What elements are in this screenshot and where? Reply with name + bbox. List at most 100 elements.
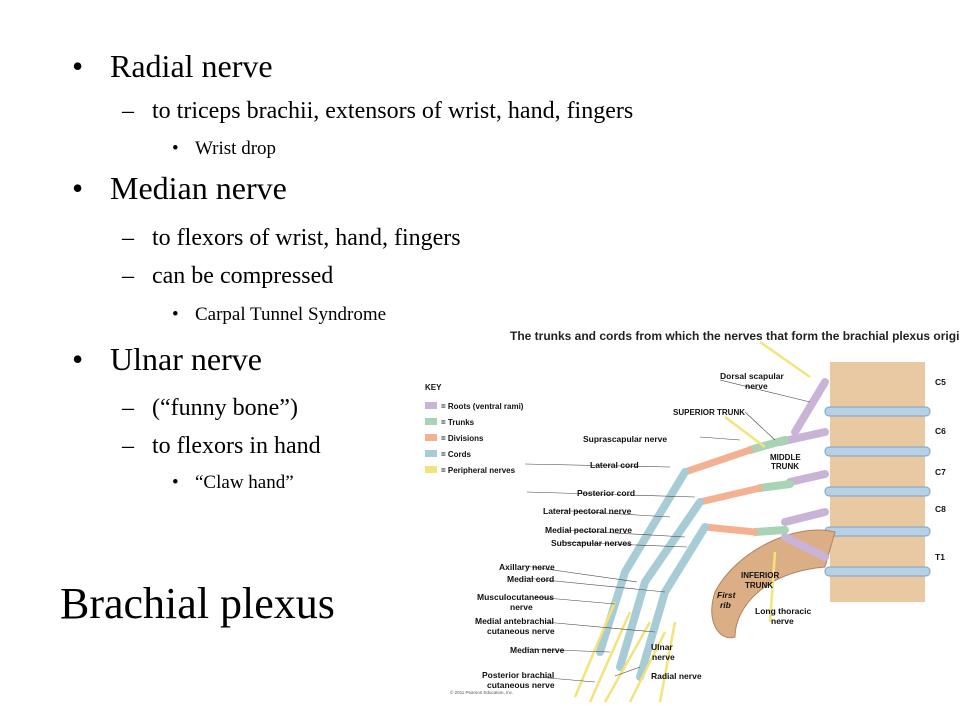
label-middle-trunk-2: TRUNK: [771, 462, 799, 471]
label-musculocutaneous-1: Musculocutaneous: [477, 592, 554, 602]
spine-label-c7: C7: [935, 467, 946, 477]
key-heading: KEY: [425, 383, 442, 392]
spine-label-t1: T1: [935, 552, 945, 562]
root-c5: [791, 378, 829, 436]
bullet-marker: •: [172, 472, 179, 493]
subsub-carpal-tunnel: Carpal Tunnel Syndrome: [195, 304, 387, 325]
vertebral-column: C5 C6 C7 C8 T1: [824, 362, 946, 602]
leader-line: [536, 676, 596, 683]
division: [681, 446, 754, 476]
leader-line: [534, 596, 616, 605]
nerve-median: [603, 621, 652, 703]
nerve-suprascapular: [724, 416, 766, 448]
leader-line: [564, 529, 686, 538]
key-swatch-peripheral: [425, 466, 437, 473]
key-label-trunks: = Trunks: [441, 418, 475, 427]
leader-lines: [524, 379, 811, 683]
dash-marker: –: [122, 98, 134, 124]
label-ulnar-2: nerve: [652, 652, 675, 662]
root-t1: [781, 533, 829, 561]
bullet-median-nerve: Median nerve: [110, 170, 287, 206]
label-first-rib-2: rib: [720, 600, 731, 610]
leader-line: [524, 463, 671, 468]
label-long-thoracic-1: Long thoracic: [755, 606, 811, 616]
label-inferior-trunk-2: TRUNK: [745, 581, 773, 590]
label-ulnar-1: Ulnar: [651, 642, 673, 652]
sub-median-compressed: can be compressed: [152, 263, 334, 289]
dash-marker: –: [122, 433, 134, 459]
intervertebral-disc: [824, 526, 931, 537]
plexus-roots: [776, 378, 829, 561]
label-medial-antebrachial-1: Medial antebrachial: [475, 616, 554, 626]
color-key: KEY = Roots (ventral rami) = Trunks = Di…: [425, 383, 524, 475]
slide-title: Brachial plexus: [60, 579, 335, 628]
bullet-marker: •: [72, 341, 84, 377]
figure-copyright: © 2011 Pearson Education, Inc.: [450, 689, 513, 695]
sub-ulnar-funny-bone: (“funny bone”): [152, 395, 298, 421]
nerve-axillary: [588, 611, 632, 703]
peripheral-nerves: [573, 340, 811, 703]
intervertebral-disc: [824, 406, 931, 417]
brachial-plexus-diagram: The trunks and cords from which the nerv…: [425, 329, 960, 703]
plexus-trunks: [746, 436, 794, 536]
leader-line: [719, 379, 811, 403]
trunk-inferior: [751, 526, 789, 536]
label-subscapular: Subscapular nerves: [551, 538, 632, 548]
bullet-ulnar-nerve: Ulnar nerve: [110, 341, 262, 377]
spine-label-c8: C8: [935, 504, 946, 514]
leader-line: [524, 648, 611, 653]
subsub-claw-hand: “Claw hand”: [195, 472, 294, 493]
key-label-cords: = Cords: [441, 450, 472, 459]
plexus-divisions: [681, 446, 764, 536]
bullet-marker: •: [72, 48, 84, 84]
label-long-thoracic-2: nerve: [771, 616, 794, 626]
first-rib: [711, 529, 836, 639]
cord-posterior: [616, 498, 704, 671]
dash-marker: –: [122, 395, 134, 421]
label-median: Median nerve: [510, 645, 565, 655]
key-swatch-cords: [425, 450, 437, 457]
label-medial-cord: Medial cord: [507, 574, 554, 584]
root-c8: [781, 508, 829, 526]
division: [701, 523, 759, 536]
label-superior-trunk: SUPERIOR TRUNK: [673, 408, 745, 417]
bullet-marker: •: [172, 138, 179, 159]
leader-line: [614, 666, 641, 677]
label-inferior-trunk-1: INFERIOR: [741, 571, 779, 580]
trunk-middle: [756, 480, 794, 492]
leader-line: [554, 509, 671, 518]
key-swatch-divisions: [425, 434, 437, 441]
trunk-superior: [746, 436, 789, 454]
dash-marker: –: [122, 263, 134, 289]
bullet-marker: •: [172, 304, 179, 325]
cord-lateral: [596, 468, 689, 656]
nerve-musculocutaneous: [573, 601, 617, 698]
spine-label-c6: C6: [935, 426, 946, 436]
label-posterior-brachial-2: cutaneous nerve: [487, 680, 555, 690]
label-medial-antebrachial-2: cutaneous nerve: [487, 626, 555, 636]
key-label-peripheral: = Peripheral nerves: [441, 466, 516, 475]
label-suprascapular: Suprascapular nerve: [583, 434, 667, 444]
root-c7: [786, 470, 829, 486]
dash-marker: –: [122, 225, 134, 251]
leader-line: [526, 491, 696, 498]
leader-line: [699, 436, 741, 441]
intervertebral-disc: [824, 446, 931, 457]
nerve-radial: [628, 631, 667, 703]
leader-line: [559, 541, 688, 548]
brachial-plexus-figure: The trunks and cords from which the nerv…: [415, 322, 960, 707]
leader-line: [524, 577, 666, 593]
leader-line: [744, 411, 776, 441]
label-middle-trunk-1: MIDDLE: [770, 453, 801, 462]
figure-title: The trunks and cords from which the nerv…: [510, 329, 960, 343]
label-dorsal-scapular-1: Dorsal scapular: [720, 371, 784, 381]
leader-line: [524, 565, 638, 583]
key-label-roots: = Roots (ventral rami): [441, 402, 524, 411]
subsub-wrist-drop: Wrist drop: [195, 138, 277, 159]
division: [696, 484, 764, 506]
spine-label-c5: C5: [935, 377, 946, 387]
sub-median-flexors: to flexors of wrist, hand, fingers: [152, 225, 461, 251]
key-swatch-trunks: [425, 418, 437, 425]
sub-ulnar-flexors: to flexors in hand: [152, 433, 321, 459]
label-posterior-brachial-1: Posterior brachial: [482, 670, 554, 680]
